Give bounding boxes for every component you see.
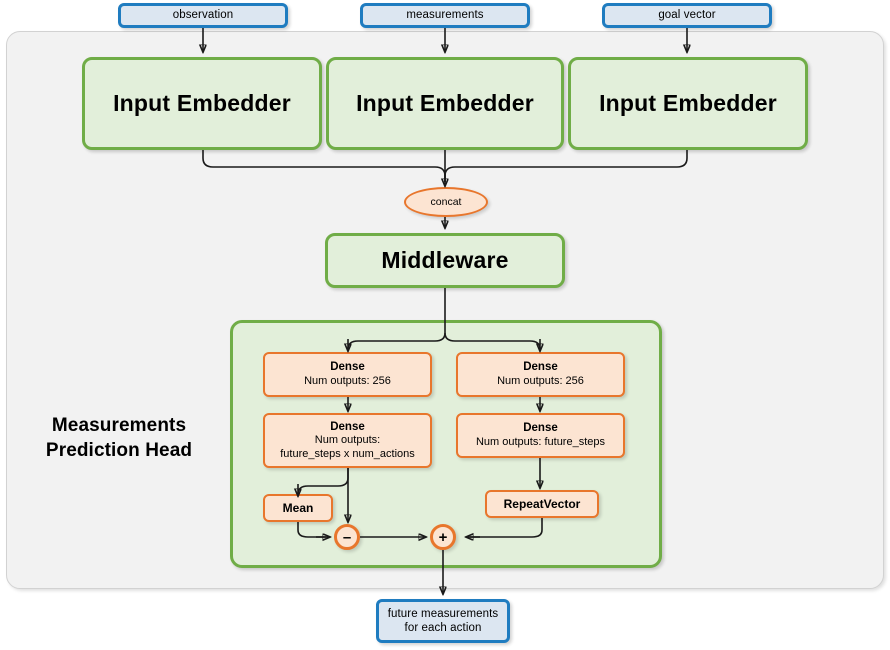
dense-left-2-subtitle-1: Num outputs: — [314, 433, 381, 446]
head-label-line-2: Prediction Head — [45, 439, 193, 461]
dense-left-1-subtitle: Num outputs: 256 — [304, 374, 391, 387]
input-embedder-2[interactable]: Input Embedder — [326, 57, 564, 150]
input-box-goal-vector[interactable]: goal vector — [602, 3, 772, 28]
middleware-label: Middleware — [381, 247, 509, 274]
input-embedder-3-label: Input Embedder — [599, 90, 777, 117]
input-embedder-2-label: Input Embedder — [356, 90, 534, 117]
dense-right-1-title: Dense — [523, 361, 558, 374]
repeat-vector-box[interactable]: RepeatVector — [485, 490, 599, 518]
measurements-prediction-head-label: Measurements Prediction Head — [18, 414, 220, 463]
mean-box[interactable]: Mean — [263, 494, 333, 522]
dense-left-1-title: Dense — [330, 361, 365, 374]
dense-left-1[interactable]: Dense Num outputs: 256 — [263, 352, 432, 397]
dense-right-2-title: Dense — [523, 422, 558, 435]
dense-left-2-title: Dense — [330, 420, 365, 433]
head-label-line-1: Measurements — [51, 415, 187, 436]
subtract-operator-symbol: – — [342, 528, 352, 546]
input-box-observation[interactable]: observation — [118, 3, 288, 28]
add-operator-symbol: + — [438, 528, 448, 546]
input-box-measurements-label: measurements — [406, 9, 484, 22]
dense-right-2-subtitle: Num outputs: future_steps — [475, 435, 605, 448]
middleware-box[interactable]: Middleware — [325, 233, 565, 288]
concat-label: concat — [430, 196, 462, 208]
dense-right-1[interactable]: Dense Num outputs: 256 — [456, 352, 625, 397]
concat-node[interactable]: concat — [404, 187, 488, 217]
output-line-2: for each action — [404, 622, 482, 634]
input-box-goal-vector-label: goal vector — [658, 9, 716, 22]
input-embedder-1[interactable]: Input Embedder — [82, 57, 322, 150]
input-embedder-1-label: Input Embedder — [113, 90, 291, 117]
repeat-vector-label: RepeatVector — [503, 496, 581, 511]
dense-right-2[interactable]: Dense Num outputs: future_steps — [456, 413, 625, 458]
dense-right-1-subtitle: Num outputs: 256 — [497, 374, 584, 387]
input-embedder-3[interactable]: Input Embedder — [568, 57, 808, 150]
dense-left-2[interactable]: Dense Num outputs: future_steps x num_ac… — [263, 413, 432, 468]
input-box-observation-label: observation — [172, 9, 234, 22]
output-box-future-measurements[interactable]: future measurements for each action — [376, 599, 510, 643]
input-box-measurements[interactable]: measurements — [360, 3, 530, 28]
mean-label: Mean — [282, 500, 314, 515]
output-line-1: future measurements — [387, 607, 499, 620]
subtract-operator[interactable]: – — [334, 524, 360, 550]
dense-left-2-subtitle-2: future_steps x num_actions — [280, 447, 415, 460]
add-operator[interactable]: + — [430, 524, 456, 550]
